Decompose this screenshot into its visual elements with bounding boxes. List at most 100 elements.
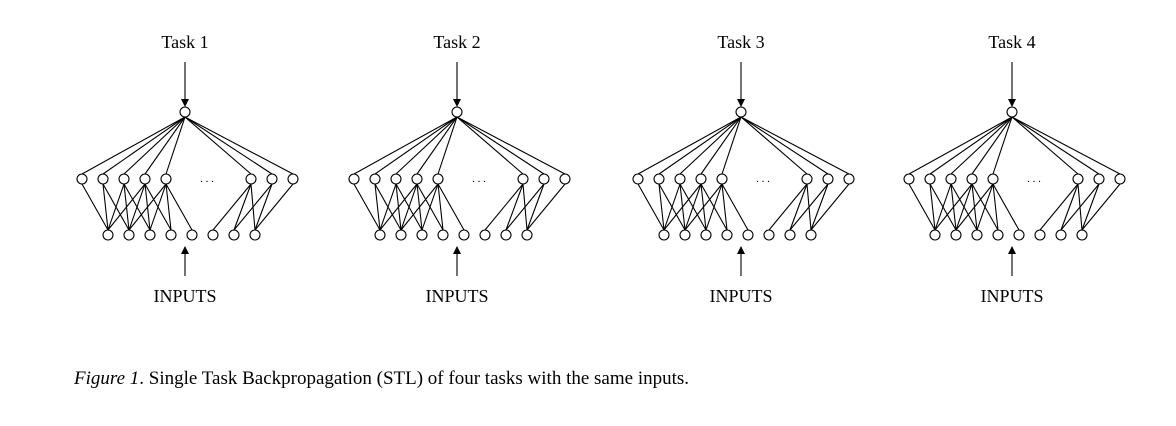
hidden-input-connection <box>810 183 850 231</box>
figure-caption: Figure 1. Single Task Backpropagation (S… <box>74 368 689 390</box>
hidden-input-connection <box>437 183 465 231</box>
hidden-input-connection <box>400 183 439 231</box>
hidden-node <box>348 173 360 185</box>
hidden-input-connection <box>421 183 439 231</box>
hidden-input-connection <box>976 183 994 231</box>
output-hidden-connection <box>908 116 1013 175</box>
output-hidden-connection <box>721 116 742 175</box>
inputs-label: INPUTS <box>425 286 488 306</box>
hidden-node <box>653 173 665 185</box>
hidden-input-connection <box>934 183 973 231</box>
output-hidden-connection <box>184 116 294 175</box>
output-hidden-connection <box>184 116 273 175</box>
hidden-input-connection <box>908 183 936 231</box>
hidden-input-connection <box>789 183 808 231</box>
hidden-node <box>245 173 257 185</box>
hidden-input-connection <box>165 183 193 231</box>
hidden-input-connection <box>149 183 167 231</box>
hidden-input-connection <box>400 183 418 231</box>
hidden-input-connection <box>789 183 829 231</box>
hidden-node <box>517 173 529 185</box>
task-label: Task 3 <box>717 32 764 52</box>
hidden-input-connection <box>929 183 936 231</box>
inputs-label: INPUTS <box>980 286 1043 306</box>
input-node <box>950 229 962 241</box>
output-hidden-connection <box>740 116 829 175</box>
hidden-node <box>903 173 915 185</box>
hidden-node <box>266 173 278 185</box>
hidden-input-connection <box>1060 183 1100 231</box>
hidden-node <box>160 173 172 185</box>
input-node <box>458 229 470 241</box>
hidden-node <box>411 173 423 185</box>
hidden-node <box>390 173 402 185</box>
hidden-input-connection <box>505 183 545 231</box>
hidden-input-connection <box>437 183 444 231</box>
hidden-input-connection <box>505 183 524 231</box>
task-label: Task 1 <box>161 32 208 52</box>
hidden-ellipsis: . . . <box>756 173 770 185</box>
input-node <box>123 229 135 241</box>
output-hidden-connection <box>992 116 1013 175</box>
output-hidden-connection <box>740 116 808 175</box>
output-hidden-connection <box>184 116 252 175</box>
hidden-input-connection <box>254 183 294 231</box>
input-node <box>992 229 1004 241</box>
hidden-node <box>369 173 381 185</box>
input-node <box>1013 229 1025 241</box>
hidden-ellipsis: . . . <box>200 173 214 185</box>
input-node <box>437 229 449 241</box>
hidden-node <box>987 173 999 185</box>
hidden-node <box>76 173 88 185</box>
hidden-input-connection <box>955 183 994 231</box>
input-node <box>1076 229 1088 241</box>
input-node <box>700 229 712 241</box>
output-hidden-connection <box>395 116 458 175</box>
hidden-node <box>822 173 834 185</box>
output-hidden-connection <box>416 116 458 175</box>
hidden-node <box>843 173 855 185</box>
hidden-node <box>139 173 151 185</box>
input-node <box>228 229 240 241</box>
hidden-input-connection <box>1039 183 1079 231</box>
input-node <box>1034 229 1046 241</box>
hidden-input-connection <box>663 183 702 231</box>
input-node <box>479 229 491 241</box>
hidden-input-connection <box>107 183 125 231</box>
output-hidden-connection <box>353 116 458 175</box>
input-node <box>416 229 428 241</box>
hidden-input-connection <box>992 183 1020 231</box>
output-hidden-connection <box>1011 116 1079 175</box>
task-label: Task 4 <box>988 32 1035 52</box>
hidden-input-connection <box>721 183 728 231</box>
input-node <box>186 229 198 241</box>
hidden-node <box>695 173 707 185</box>
input-node <box>679 229 691 241</box>
hidden-input-connection <box>637 183 665 231</box>
hidden-node <box>966 173 978 185</box>
hidden-input-connection <box>955 183 973 231</box>
hidden-node <box>287 173 299 185</box>
output-hidden-connection <box>950 116 1013 175</box>
hidden-node <box>118 173 130 185</box>
caption-lead: Figure 1 <box>74 368 140 389</box>
input-node <box>763 229 775 241</box>
hidden-input-connection <box>379 183 418 231</box>
hidden-input-connection <box>810 183 829 231</box>
inputs-label: INPUTS <box>709 286 772 306</box>
hidden-input-connection <box>484 183 524 231</box>
hidden-input-connection <box>1081 183 1121 231</box>
task-label: Task 2 <box>433 32 480 52</box>
input-node <box>395 229 407 241</box>
output-hidden-connection <box>971 116 1013 175</box>
hidden-node <box>674 173 686 185</box>
hidden-ellipsis: . . . <box>472 173 486 185</box>
output-hidden-connection <box>144 116 186 175</box>
hidden-input-connection <box>128 183 167 231</box>
hidden-input-connection <box>233 183 273 231</box>
output-hidden-connection <box>929 116 1013 175</box>
output-hidden-connection <box>700 116 742 175</box>
hidden-input-connection <box>705 183 723 231</box>
network-4: Task 4. . .INPUTS <box>903 32 1126 306</box>
output-hidden-connection <box>456 116 524 175</box>
